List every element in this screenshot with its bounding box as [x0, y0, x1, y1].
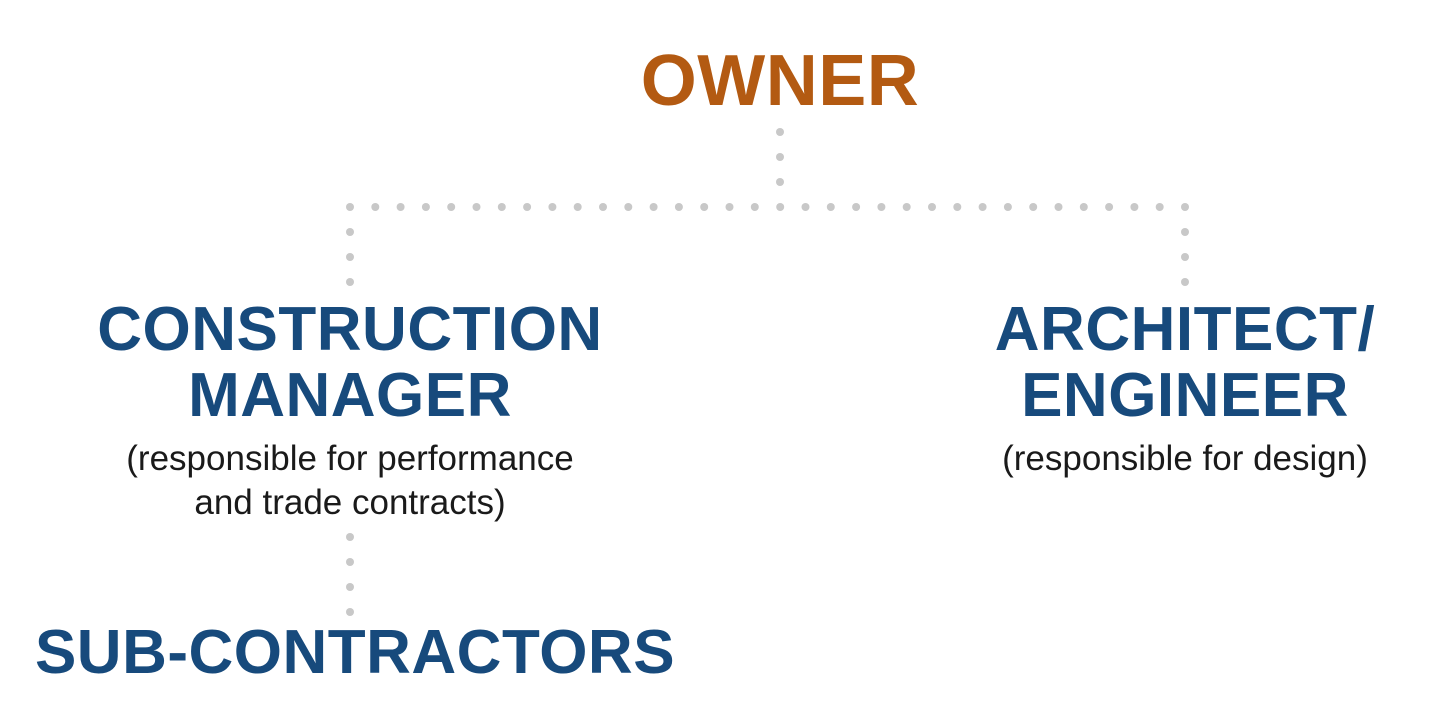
bus-connector-dot [1130, 203, 1139, 211]
bus-connector-dot [877, 203, 886, 211]
cm-connector-dot [346, 228, 354, 236]
construction-manager-title-line-2: MANAGER [188, 361, 512, 430]
bus-connector-dot [421, 203, 430, 211]
owner-title-line: OWNER [640, 41, 920, 121]
bus-connector-dot [826, 203, 835, 211]
construction-manager-title-line-1: CONSTRUCTION [97, 295, 603, 364]
ae-connector-dot [1181, 228, 1189, 236]
bus-connector-dot [1054, 203, 1063, 211]
sub-connector-dot [346, 583, 354, 591]
bus-connector-dot [396, 203, 405, 211]
cm-connector-dot [346, 278, 354, 286]
bus-connector-dot [1029, 203, 1038, 211]
bus-connector-dot [852, 203, 861, 211]
owner-title: OWNER [0, 45, 1430, 117]
owner-node: OWNER [0, 45, 1430, 117]
architect-engineer-description-line-1: (responsible for design) [1002, 439, 1368, 478]
cm-connector-dot [346, 253, 354, 261]
bus-connector-dot [953, 203, 962, 211]
bus-connector-dot [700, 203, 709, 211]
construction-manager-description-line-1: (responsible for performance [126, 439, 574, 478]
bus-connector-dot [447, 203, 456, 211]
bus-connector-dot [1003, 203, 1012, 211]
architect-engineer-title: ARCHITECT/ ENGINEER [935, 297, 1430, 429]
bus-connector-dot [801, 203, 810, 211]
architect-engineer-title-line-2: ENGINEER [1021, 361, 1349, 430]
construction-manager-title: CONSTRUCTION MANAGER [50, 297, 650, 429]
construction-manager-description-line-2: and trade contracts) [194, 482, 506, 522]
bus-connector-dot [1181, 203, 1189, 211]
bus-connector-dot [649, 203, 658, 211]
bus-connector-dot [497, 203, 506, 211]
bus-connector-dot [1105, 203, 1114, 211]
architect-engineer-node: ARCHITECT/ ENGINEER (responsible for des… [935, 297, 1430, 481]
construction-manager-description: (responsible for performance and trade c… [50, 437, 650, 525]
bus-connector-dot [1155, 203, 1164, 211]
bus-connector-dot [472, 203, 481, 211]
bus-connector-dot [624, 203, 633, 211]
bus-connector-dot [674, 203, 683, 211]
sub-connector-dot [346, 533, 354, 541]
bus-connector-dot [371, 203, 380, 211]
owner-connector-dot [776, 178, 784, 186]
bus-connector-dot [548, 203, 557, 211]
ae-connector-dot [1181, 278, 1189, 286]
subcontractors-node: SUB-CONTRACTORS [0, 622, 710, 684]
bus-connector-dot [750, 203, 759, 211]
sub-connector-dot [346, 558, 354, 566]
architect-engineer-description: (responsible for design) [935, 437, 1430, 481]
bus-connector-dot [573, 203, 582, 211]
bus-connector-dot [599, 203, 607, 211]
subcontractors-title: SUB-CONTRACTORS [0, 622, 710, 684]
owner-connector-dot [776, 153, 784, 161]
ae-connector-dot [1181, 253, 1189, 261]
architect-engineer-title-line-1: ARCHITECT/ [994, 295, 1376, 364]
bus-connector-dot [928, 203, 936, 211]
owner-connector-dot [776, 128, 784, 136]
bus-connector-dot [776, 203, 785, 211]
bus-connector-dot [523, 203, 532, 211]
bus-connector-dot [978, 203, 987, 211]
bus-connector-dot [1079, 203, 1088, 211]
bus-connector-dot [902, 203, 911, 211]
sub-connector-dot [346, 608, 354, 616]
bus-connector-dot [346, 203, 354, 211]
bus-connector-dot [725, 203, 734, 211]
subcontractors-title-line: SUB-CONTRACTORS [34, 618, 676, 687]
construction-manager-node: CONSTRUCTION MANAGER (responsible for pe… [50, 297, 650, 525]
